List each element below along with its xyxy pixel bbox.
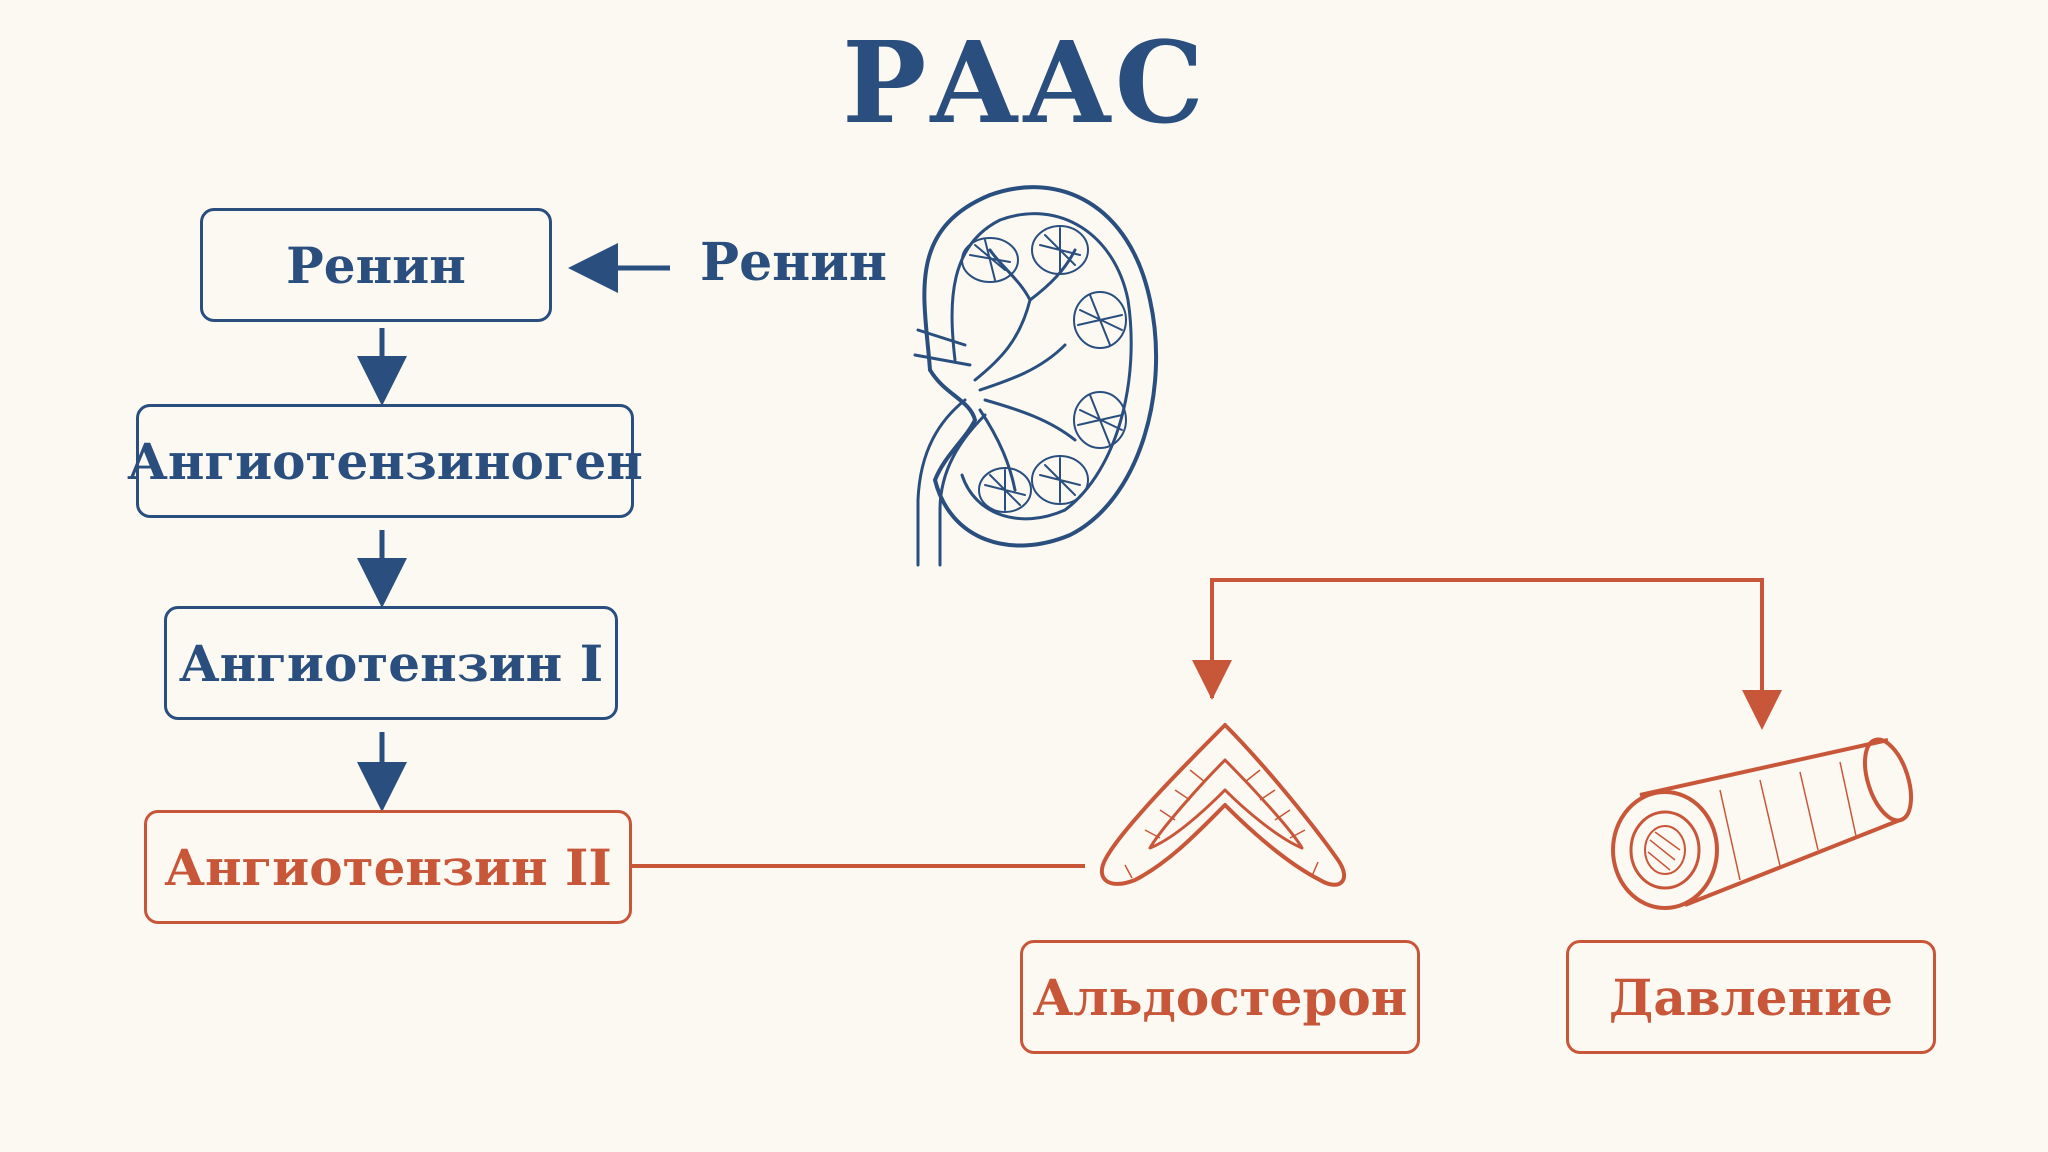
angiotensin-2-box: Ангиотензин II — [144, 810, 632, 924]
diagram-title: РААС — [842, 18, 1206, 149]
renin-box: Ренин — [200, 208, 552, 322]
pressure-box: Давление — [1566, 940, 1936, 1054]
kidney-renin-label: Ренин — [700, 232, 887, 293]
kidney-icon — [913, 185, 1158, 567]
aldosterone-box: Альдостерон — [1020, 940, 1420, 1054]
adrenal-gland-icon — [1099, 723, 1346, 887]
bracket-connector — [1210, 578, 1764, 720]
blood-vessel-icon — [1611, 737, 1914, 910]
angiotensin-1-box: Ангиотензин I — [164, 606, 618, 720]
angiotensinogen-box: Ангиотензиноген — [127, 404, 643, 518]
